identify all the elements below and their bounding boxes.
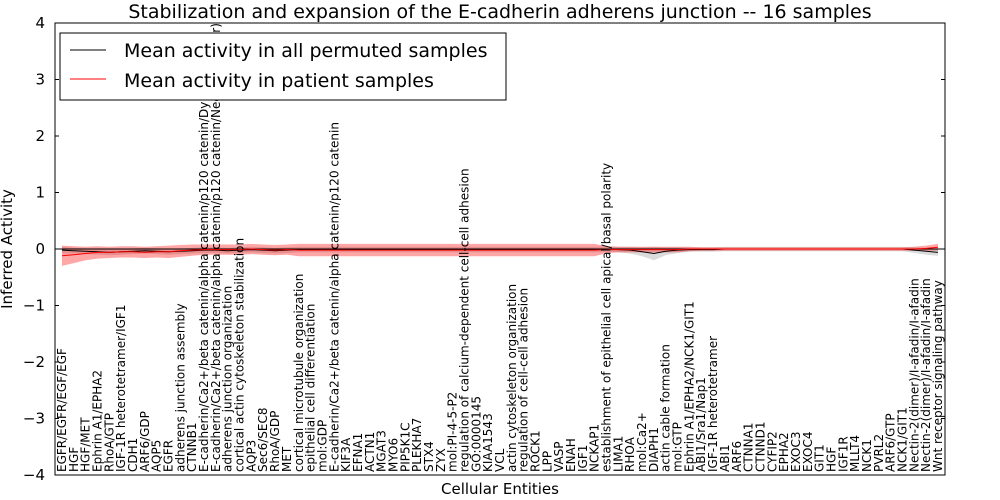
legend-frame	[59, 32, 507, 101]
x-tick-label: mol:GDP	[315, 420, 329, 472]
x-tick-label: VCL	[493, 448, 507, 472]
x-tick-label: LPP	[540, 451, 554, 472]
x-tick-label: epithelial cell differentiation	[304, 304, 318, 472]
x-tick-label: KIF3A	[339, 437, 353, 472]
x-tick-label: EGFR	[162, 440, 176, 472]
x-tick-label: GIT1	[813, 444, 827, 472]
x-tick-label: MET	[280, 446, 294, 472]
x-tick-label: CYFIP2	[765, 431, 779, 472]
x-tick-label: RHOA	[623, 436, 637, 472]
x-tick-label: CTNNA1	[742, 422, 756, 472]
x-tick-label: RhoA/GTP	[102, 413, 116, 472]
x-tick-label: E-cadherin/Ca2+/beta catenin/alpha caten…	[197, 53, 211, 472]
x-tick-label: EGFR/EGFR/EGF/EGF	[55, 348, 69, 472]
confidence-bands	[62, 243, 938, 266]
x-tick-label: AQP3	[244, 440, 258, 472]
x-tick-label: ROCK1	[529, 430, 543, 472]
x-tick-label: NCKAP1	[588, 424, 602, 472]
x-tick-label: ACTN1	[363, 432, 377, 472]
x-tick-label: ARF6	[730, 441, 744, 472]
y-axis-ticks: 4 3 2 1 0 −1 −2 −3 −4	[23, 14, 945, 484]
x-tick-label: IGF1	[576, 445, 590, 472]
y-tick-label: 0	[35, 240, 45, 258]
x-tick-label: EXOC3	[789, 432, 803, 473]
x-tick-label: LIMA1	[611, 436, 625, 472]
x-tick-label: NCK1	[860, 439, 874, 472]
x-tick-label: MLLT4	[848, 435, 862, 472]
x-tick-label: adherens junction organization	[221, 286, 235, 472]
x-tick-label: actin cytoskeleton organization	[505, 284, 519, 472]
legend: Mean activity in all permuted samples Me…	[59, 32, 507, 101]
x-tick-label: Nectin-2(dimer)/I-afadin/I-afadin	[919, 278, 933, 472]
series-lines	[61, 246, 939, 257]
x-tick-label: IGF1R	[836, 436, 850, 472]
x-axis-label: Cellular Entities	[441, 480, 559, 498]
x-tick-label: ARF6/GTP	[884, 413, 898, 472]
x-tick-label: ZYX	[434, 448, 448, 472]
legend-label-permuted: Mean activity in all permuted samples	[124, 40, 487, 62]
x-tick-label: establishment of epithelial cell apical/…	[600, 163, 614, 472]
x-tick-label: DIAPH1	[647, 427, 661, 472]
x-tick-label: PVRL2	[872, 434, 886, 472]
y-tick-label: −2	[23, 353, 45, 371]
x-tick-label: ABI1/Sra1/Nap1	[694, 377, 708, 472]
x-tick-label: regulation of cell-cell adhesion	[517, 288, 531, 472]
x-tick-label: E-cadherin/Ca2+/beta catenin/alpha caten…	[209, 23, 223, 472]
y-tick-label: −4	[23, 466, 45, 484]
x-tick-label: ABI1	[718, 444, 732, 472]
x-tick-label: regulation of calcium-dependent cell-cel…	[458, 168, 472, 472]
x-tick-label: NCK1/GIT1	[896, 407, 910, 472]
legend-label-patient: Mean activity in patient samples	[124, 70, 434, 92]
x-tick-label: PIP5K1C	[398, 422, 412, 472]
x-tick-label: mol:Ca2+	[635, 412, 649, 472]
x-tick-label: cortical actin cytoskeleton stabilizatio…	[233, 238, 247, 472]
x-tick-label: EPHA2	[777, 432, 791, 472]
x-tick-label: EFNA1	[351, 433, 365, 472]
x-tick-label: HGF	[825, 447, 839, 472]
y-tick-label: 1	[35, 184, 45, 202]
x-tick-label: ENAH	[564, 438, 578, 472]
x-tick-label: actin cable formation	[659, 344, 673, 472]
x-tick-label: KIAA1543	[481, 413, 495, 472]
x-tick-label: cortical microtubule organization	[292, 274, 306, 472]
chart-title: Stabilization and expansion of the E-cad…	[128, 1, 871, 23]
x-tick-label: mol:PI-4-5-P2	[446, 392, 460, 472]
x-tick-label: CDH1	[126, 438, 140, 472]
y-tick-label: −3	[23, 410, 45, 428]
y-tick-label: −1	[23, 297, 45, 315]
y-tick-label: 3	[35, 71, 45, 89]
x-tick-label: MGAT3	[375, 430, 389, 472]
x-tick-label: PLEKHA7	[410, 418, 424, 472]
x-tick-label: Sec6/SEC8	[256, 408, 270, 473]
x-tick-label: HGF/MET	[79, 417, 93, 472]
x-tick-label: E-cadherin/Ca2+/beta catenin/alpha caten…	[327, 122, 341, 472]
x-tick-label: MYO6	[387, 438, 401, 472]
x-tick-label: Ephrin A1/EPHA2/NCK1/GIT1	[682, 301, 696, 472]
y-axis-label: Inferred Activity	[0, 189, 16, 309]
y-tick-label: 4	[35, 14, 45, 32]
x-tick-label: HGF	[67, 447, 81, 472]
x-tick-label: ARF6/GDP	[138, 411, 152, 472]
x-tick-label: CTNND1	[753, 421, 767, 472]
x-tick-label: CTNNB1	[185, 422, 199, 472]
x-tick-label: GO:0000145	[469, 396, 483, 472]
x-tick-label: Ephrin A1/EPHA2	[91, 370, 105, 472]
x-tick-label: adherens junction assembly	[173, 303, 187, 472]
x-tick-label: VASP	[552, 441, 566, 472]
x-tick-label: Nectin-2(dimer)/I-afadin/I-afadin	[907, 278, 921, 472]
y-tick-label: 2	[35, 127, 45, 145]
plot-frame	[54, 22, 946, 476]
x-tick-label: IGF-1R heterotetramer	[706, 336, 720, 472]
x-tick-label: AQP5	[150, 440, 164, 472]
x-tick-label: Wnt receptor signaling pathway	[931, 280, 945, 472]
x-tick-label: STX4	[422, 441, 436, 472]
series-line-1	[61, 246, 939, 257]
x-tick-label: IGF-1R heterotetramer/IGF1	[114, 305, 128, 472]
x-tick-label: RhoA/GDP	[268, 411, 282, 472]
x-tick-label: mol:GTP	[671, 422, 685, 472]
x-tick-label: EXOC4	[801, 432, 815, 473]
